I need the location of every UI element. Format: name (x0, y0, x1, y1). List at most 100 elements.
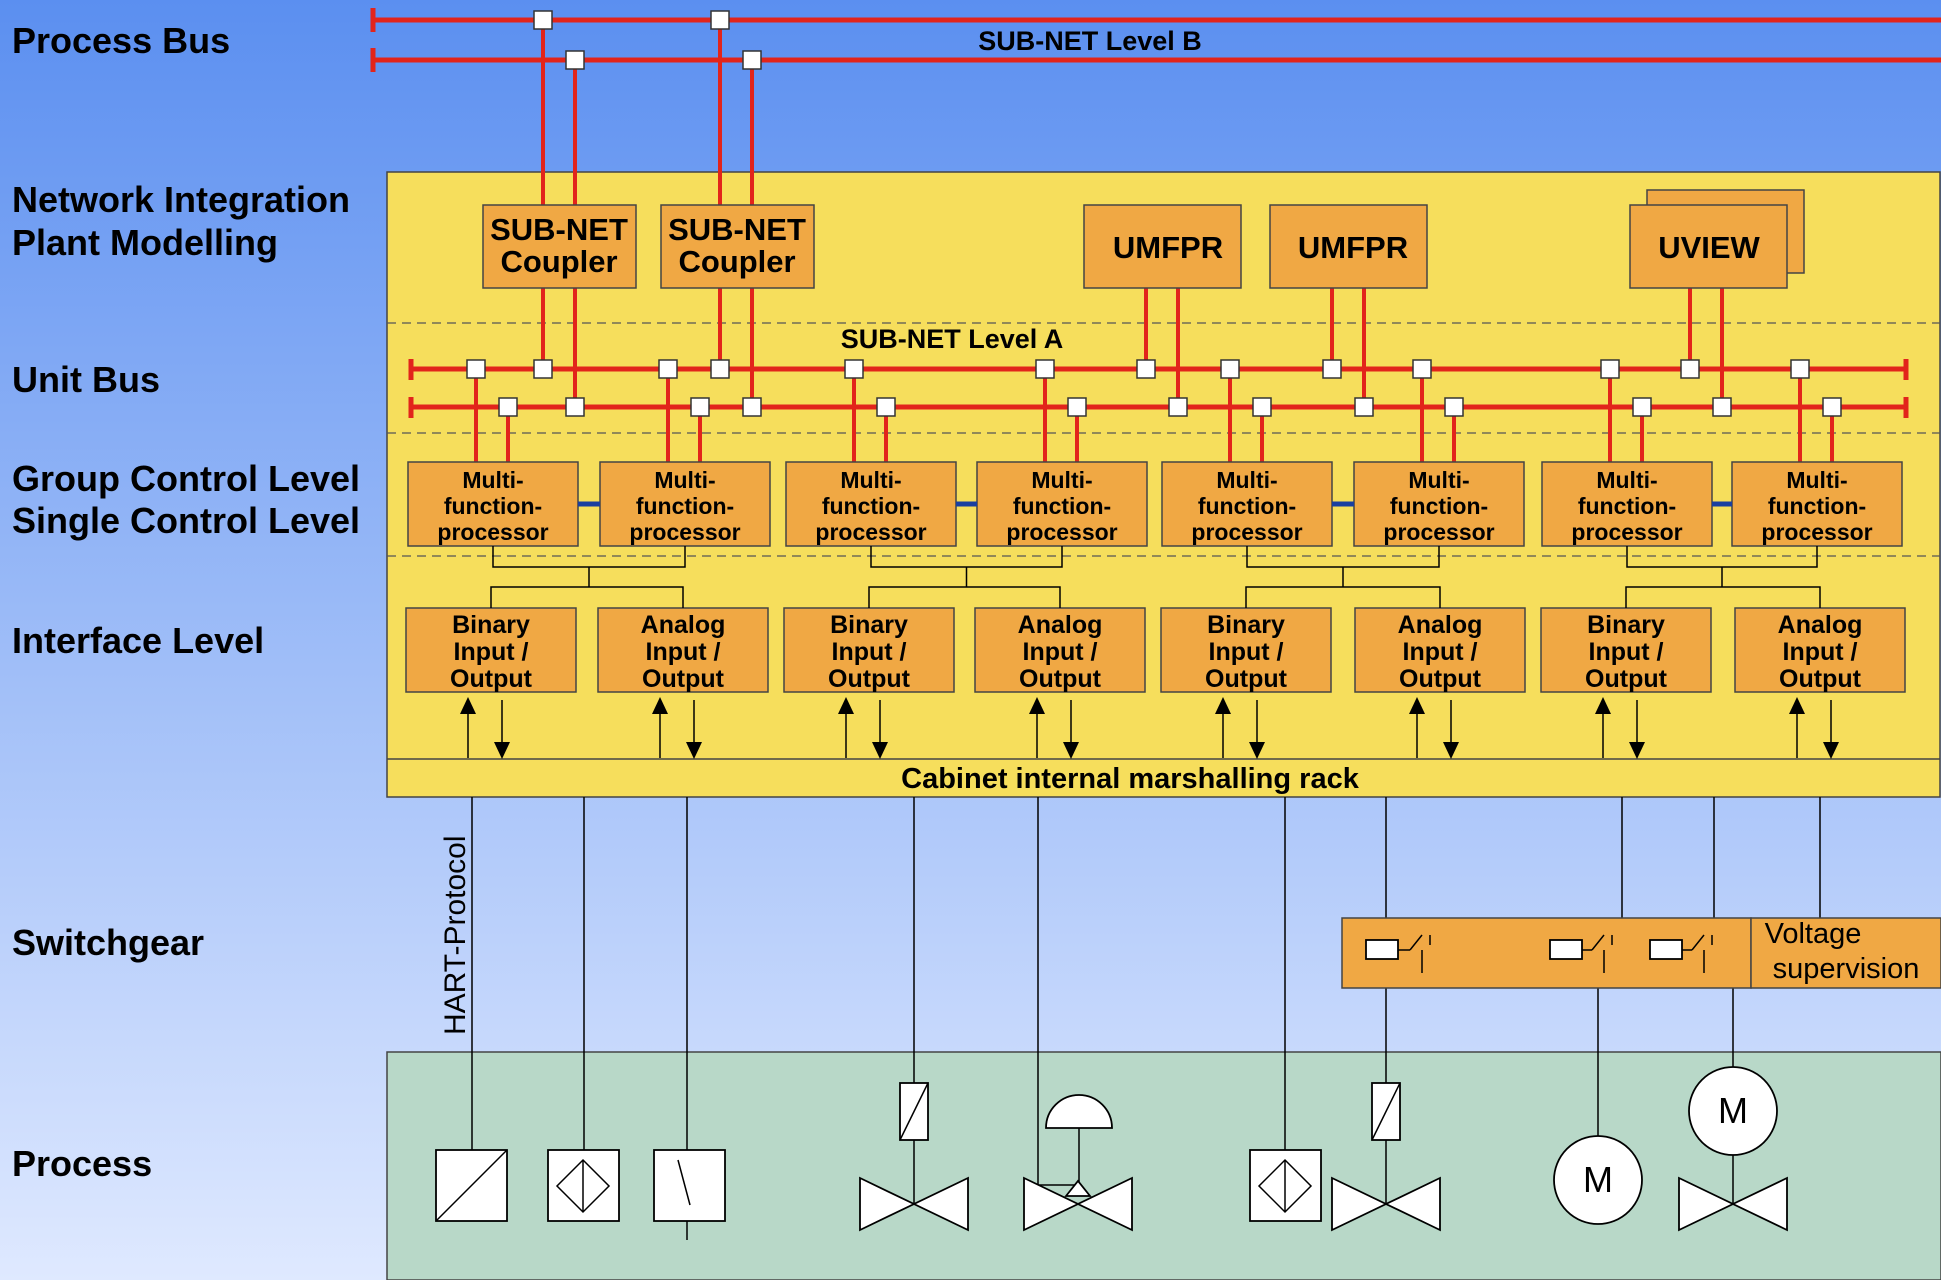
io-6-line2: Input / (1403, 638, 1478, 666)
mfp-4-line1: Multi- (1031, 467, 1092, 493)
io-3-line1: Binary (830, 611, 908, 639)
arrow-down-icon (872, 742, 888, 759)
io-7-line3: Output (1585, 665, 1668, 693)
io-8-line2: Input / (1783, 638, 1858, 666)
bus-node (1632, 397, 1652, 417)
io-5-line2: Input / (1209, 638, 1284, 666)
io-3-line3: Output (828, 665, 911, 693)
mfp-3-line3: processor (815, 519, 926, 545)
bus-node (690, 397, 710, 417)
multifunction-processor-5: Multi-function-processor (1161, 369, 1333, 547)
level-label-plant-modelling: Plant Modelling (12, 222, 278, 263)
bus-node (565, 50, 585, 70)
bus-node (1354, 397, 1374, 417)
voltage-supervision-line2: supervision (1773, 953, 1920, 985)
bus-node (498, 397, 518, 417)
bus-node (1444, 397, 1464, 417)
mfp-2-line1: Multi- (654, 467, 715, 493)
bus-node (1412, 359, 1432, 379)
mfp-7-line2: function- (1578, 493, 1676, 519)
mfp-8-line1: Multi- (1786, 467, 1847, 493)
bus-node (1220, 359, 1240, 379)
mfp-3-line2: function- (822, 493, 920, 519)
level-label-switchgear: Switchgear (12, 922, 204, 963)
module-drops-to-unit-bus (541, 288, 1724, 407)
io-2-line3: Output (642, 665, 725, 693)
process-area (386, 1051, 1941, 1280)
bus-node (1712, 397, 1732, 417)
bus-node (1168, 397, 1188, 417)
bus-node (1680, 359, 1700, 379)
arrow-down-icon (1443, 742, 1459, 759)
level-label-unit-bus: Unit Bus (12, 359, 160, 400)
hart-protocol-label: HART-Protocol (439, 835, 472, 1035)
arrow-up-icon (1409, 697, 1425, 714)
mfp-6-line2: function- (1390, 493, 1488, 519)
bus-node (710, 10, 730, 30)
subnet-coupler-1: SUB-NET Coupler (482, 204, 637, 289)
motor-1-label: M (1583, 1159, 1613, 1200)
mfp-6-line1: Multi- (1408, 467, 1469, 493)
voltage-supervision-line1: Voltage (1765, 918, 1862, 950)
multifunction-processor-4: Multi-function-processor (976, 369, 1148, 547)
mfp-8-line2: function- (1768, 493, 1866, 519)
limit-switch-symbol (653, 1149, 726, 1240)
bus-node (1600, 359, 1620, 379)
io-6-line3: Output (1399, 665, 1482, 693)
motor-2-label: M (1718, 1090, 1748, 1131)
mfp-2-line3: processor (629, 519, 740, 545)
switchgear-relays (1341, 917, 1752, 989)
bus-node (1136, 359, 1156, 379)
relay-contact-2 (1549, 934, 1613, 973)
field-wiring (471, 797, 1821, 1204)
arrow-up-icon (652, 697, 668, 714)
arrow-up-icon (1215, 697, 1231, 714)
arrow-down-icon (686, 742, 702, 759)
io-4-line2: Input / (1023, 638, 1098, 666)
io-1-line1: Binary (452, 611, 530, 639)
io-7-line1: Binary (1587, 611, 1665, 639)
multifunction-processor-3: Multi-function-processor (785, 369, 957, 547)
umfpr-2-label: UMFPR (1298, 230, 1408, 265)
coupler-1-line1: SUB-NET (490, 212, 628, 247)
coupler-2-line1: SUB-NET (668, 212, 806, 247)
sensor-symbol-1 (547, 1149, 620, 1222)
io-3-line2: Input / (832, 638, 907, 666)
bus-node (1790, 359, 1810, 379)
mfp-io-connector-2 (868, 546, 1063, 608)
arrow-down-icon (1063, 742, 1079, 759)
bus-nodes (466, 10, 1842, 417)
transmitter-symbol (435, 1149, 508, 1222)
io-4-line1: Analog (1018, 611, 1103, 639)
bus-node (710, 359, 730, 379)
multifunction-processor-6: Multi-function-processor (1353, 369, 1525, 547)
umfpr-1-label: UMFPR (1113, 230, 1223, 265)
arrow-down-icon (1823, 742, 1839, 759)
solenoid-valve-2 (1331, 1082, 1441, 1232)
bus-node (658, 359, 678, 379)
mfp-1-line2: function- (444, 493, 542, 519)
io-4-line3: Output (1019, 665, 1102, 693)
mfp-7-line1: Multi- (1596, 467, 1657, 493)
arrow-down-icon (1249, 742, 1265, 759)
relay-contact-1 (1365, 934, 1431, 973)
mfp-io-connector-1 (490, 546, 686, 608)
coupler-1-line2: Coupler (500, 244, 617, 279)
bus-node (533, 10, 553, 30)
arrow-up-icon (1029, 697, 1045, 714)
io-1-line2: Input / (454, 638, 529, 666)
bus-node (1252, 397, 1272, 417)
io-6-line1: Analog (1398, 611, 1483, 639)
umfpr-module-2: UMFPR (1269, 204, 1428, 289)
io-5-line3: Output (1205, 665, 1288, 693)
motor-1: M (1553, 1135, 1643, 1225)
arrow-up-icon (838, 697, 854, 714)
umfpr-module-1: UMFPR (1083, 204, 1242, 289)
marshalling-rack-label: Cabinet internal marshalling rack (901, 763, 1360, 795)
